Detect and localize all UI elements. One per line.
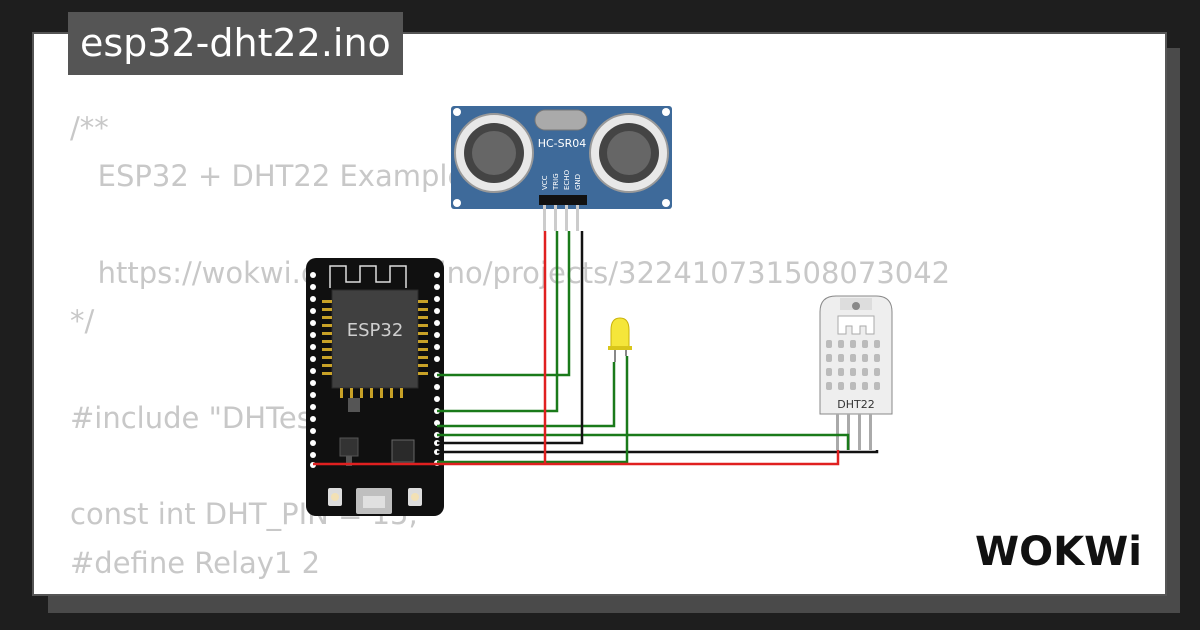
page-title: esp32-dht22.ino [68, 12, 403, 75]
wokwi-logo: WOKWi [975, 529, 1142, 575]
brand-text: WOKWi [975, 529, 1142, 575]
code-line: #define Relay1 2 [70, 545, 321, 580]
dht22-label: DHT22 [837, 398, 874, 411]
code-line: ESP32 + DHT22 Example [70, 159, 466, 194]
code-line: https://wokwi.com/arduino/projects/32241… [70, 255, 951, 290]
pin-label-vcc: VCC [541, 175, 549, 190]
pin-label-trig: TRIG [552, 173, 560, 191]
pin-label-gnd: GND [574, 174, 582, 190]
esp32-board[interactable]: ESP32 [306, 258, 444, 516]
pin-label-echo: ECHO [563, 169, 571, 190]
code-preview: /** ESP32 + DHT22 Example​ https://wokwi… [70, 104, 950, 587]
code-line: */ [70, 304, 95, 339]
hc-sr04-label: HC-SR04 [538, 137, 587, 150]
wires [313, 231, 879, 466]
dht22-sensor[interactable]: DHT22 [819, 295, 893, 450]
esp32-label: ESP32 [347, 320, 404, 341]
hc-sr04-sensor[interactable]: HC-SR04 VCC TRIG ECHO GND [451, 106, 672, 231]
yellow-led[interactable] [608, 317, 632, 362]
code-line: /** [70, 111, 109, 145]
